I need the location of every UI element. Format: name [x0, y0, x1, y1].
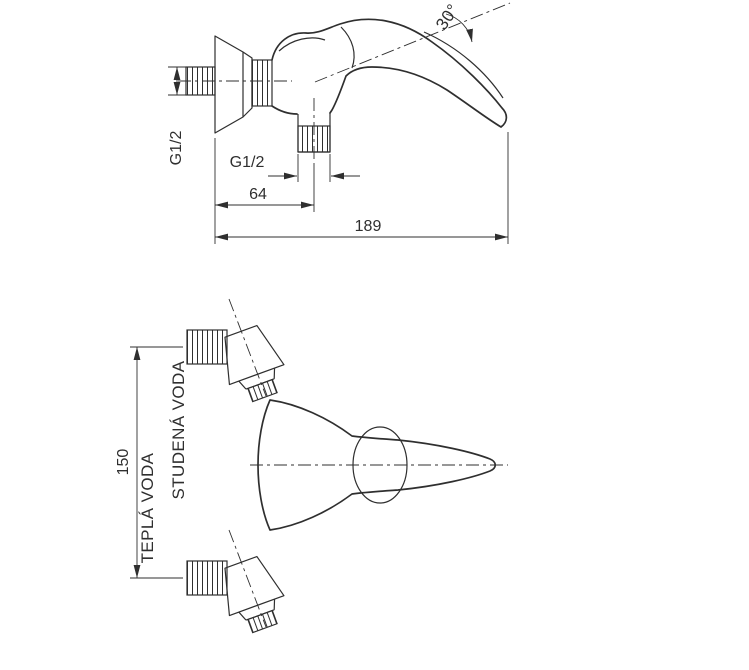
- cold-flange: [224, 324, 285, 403]
- side-body-bottom: [271, 105, 298, 115]
- outlet-extension-lines: [297, 154, 331, 182]
- side-cartridge-cap-line: [278, 37, 326, 52]
- cold-flange-cone: [224, 324, 285, 386]
- angle-arc: [445, 13, 473, 43]
- dim64-label: 64: [249, 186, 267, 203]
- cold-union-nut: [247, 378, 278, 403]
- bottom-view: 150 STUDENÁ VODA TEPLÁ VODA: [115, 298, 508, 634]
- hot-flange-cone: [224, 555, 285, 617]
- hot-pipe-thread: [186, 560, 228, 596]
- plan-body-and-lever: [257, 399, 497, 531]
- dimension-inlet-thread: G1/2: [168, 66, 186, 166]
- dimension-64: 64: [214, 138, 315, 244]
- hot-water-label: TEPLÁ VODA: [138, 452, 157, 563]
- side-view: 30° G1/2 G1/2 64 189: [168, 0, 511, 244]
- outlet-thread-label: G1/2: [230, 154, 265, 171]
- lever-axis-line: [314, 2, 511, 83]
- dim150-label: 150: [115, 449, 132, 476]
- hot-union-nut: [247, 609, 278, 634]
- angle-label: 30°: [432, 0, 463, 33]
- side-lever-far-edge: [423, 31, 504, 99]
- dim189-label: 189: [355, 218, 382, 235]
- cold-union: [186, 298, 285, 403]
- side-flange-step: [242, 51, 253, 118]
- cold-union-axis: [228, 298, 267, 397]
- side-lever-base-curve: [340, 26, 355, 69]
- hot-flange: [224, 555, 285, 634]
- dimension-150: 150: [115, 346, 183, 579]
- cold-water-label: STUDENÁ VODA: [169, 360, 188, 499]
- inlet-thread-label: G1/2: [168, 131, 185, 166]
- cold-pipe-thread: [186, 329, 228, 365]
- side-union-nut: [251, 59, 273, 107]
- side-body-and-lever: [271, 18, 508, 128]
- hot-union: [186, 529, 285, 634]
- dimension-outlet-thread: G1/2: [230, 154, 360, 182]
- hot-union-axis: [228, 529, 267, 628]
- side-wall-flange: [214, 35, 244, 134]
- dimension-189: 189: [215, 132, 509, 244]
